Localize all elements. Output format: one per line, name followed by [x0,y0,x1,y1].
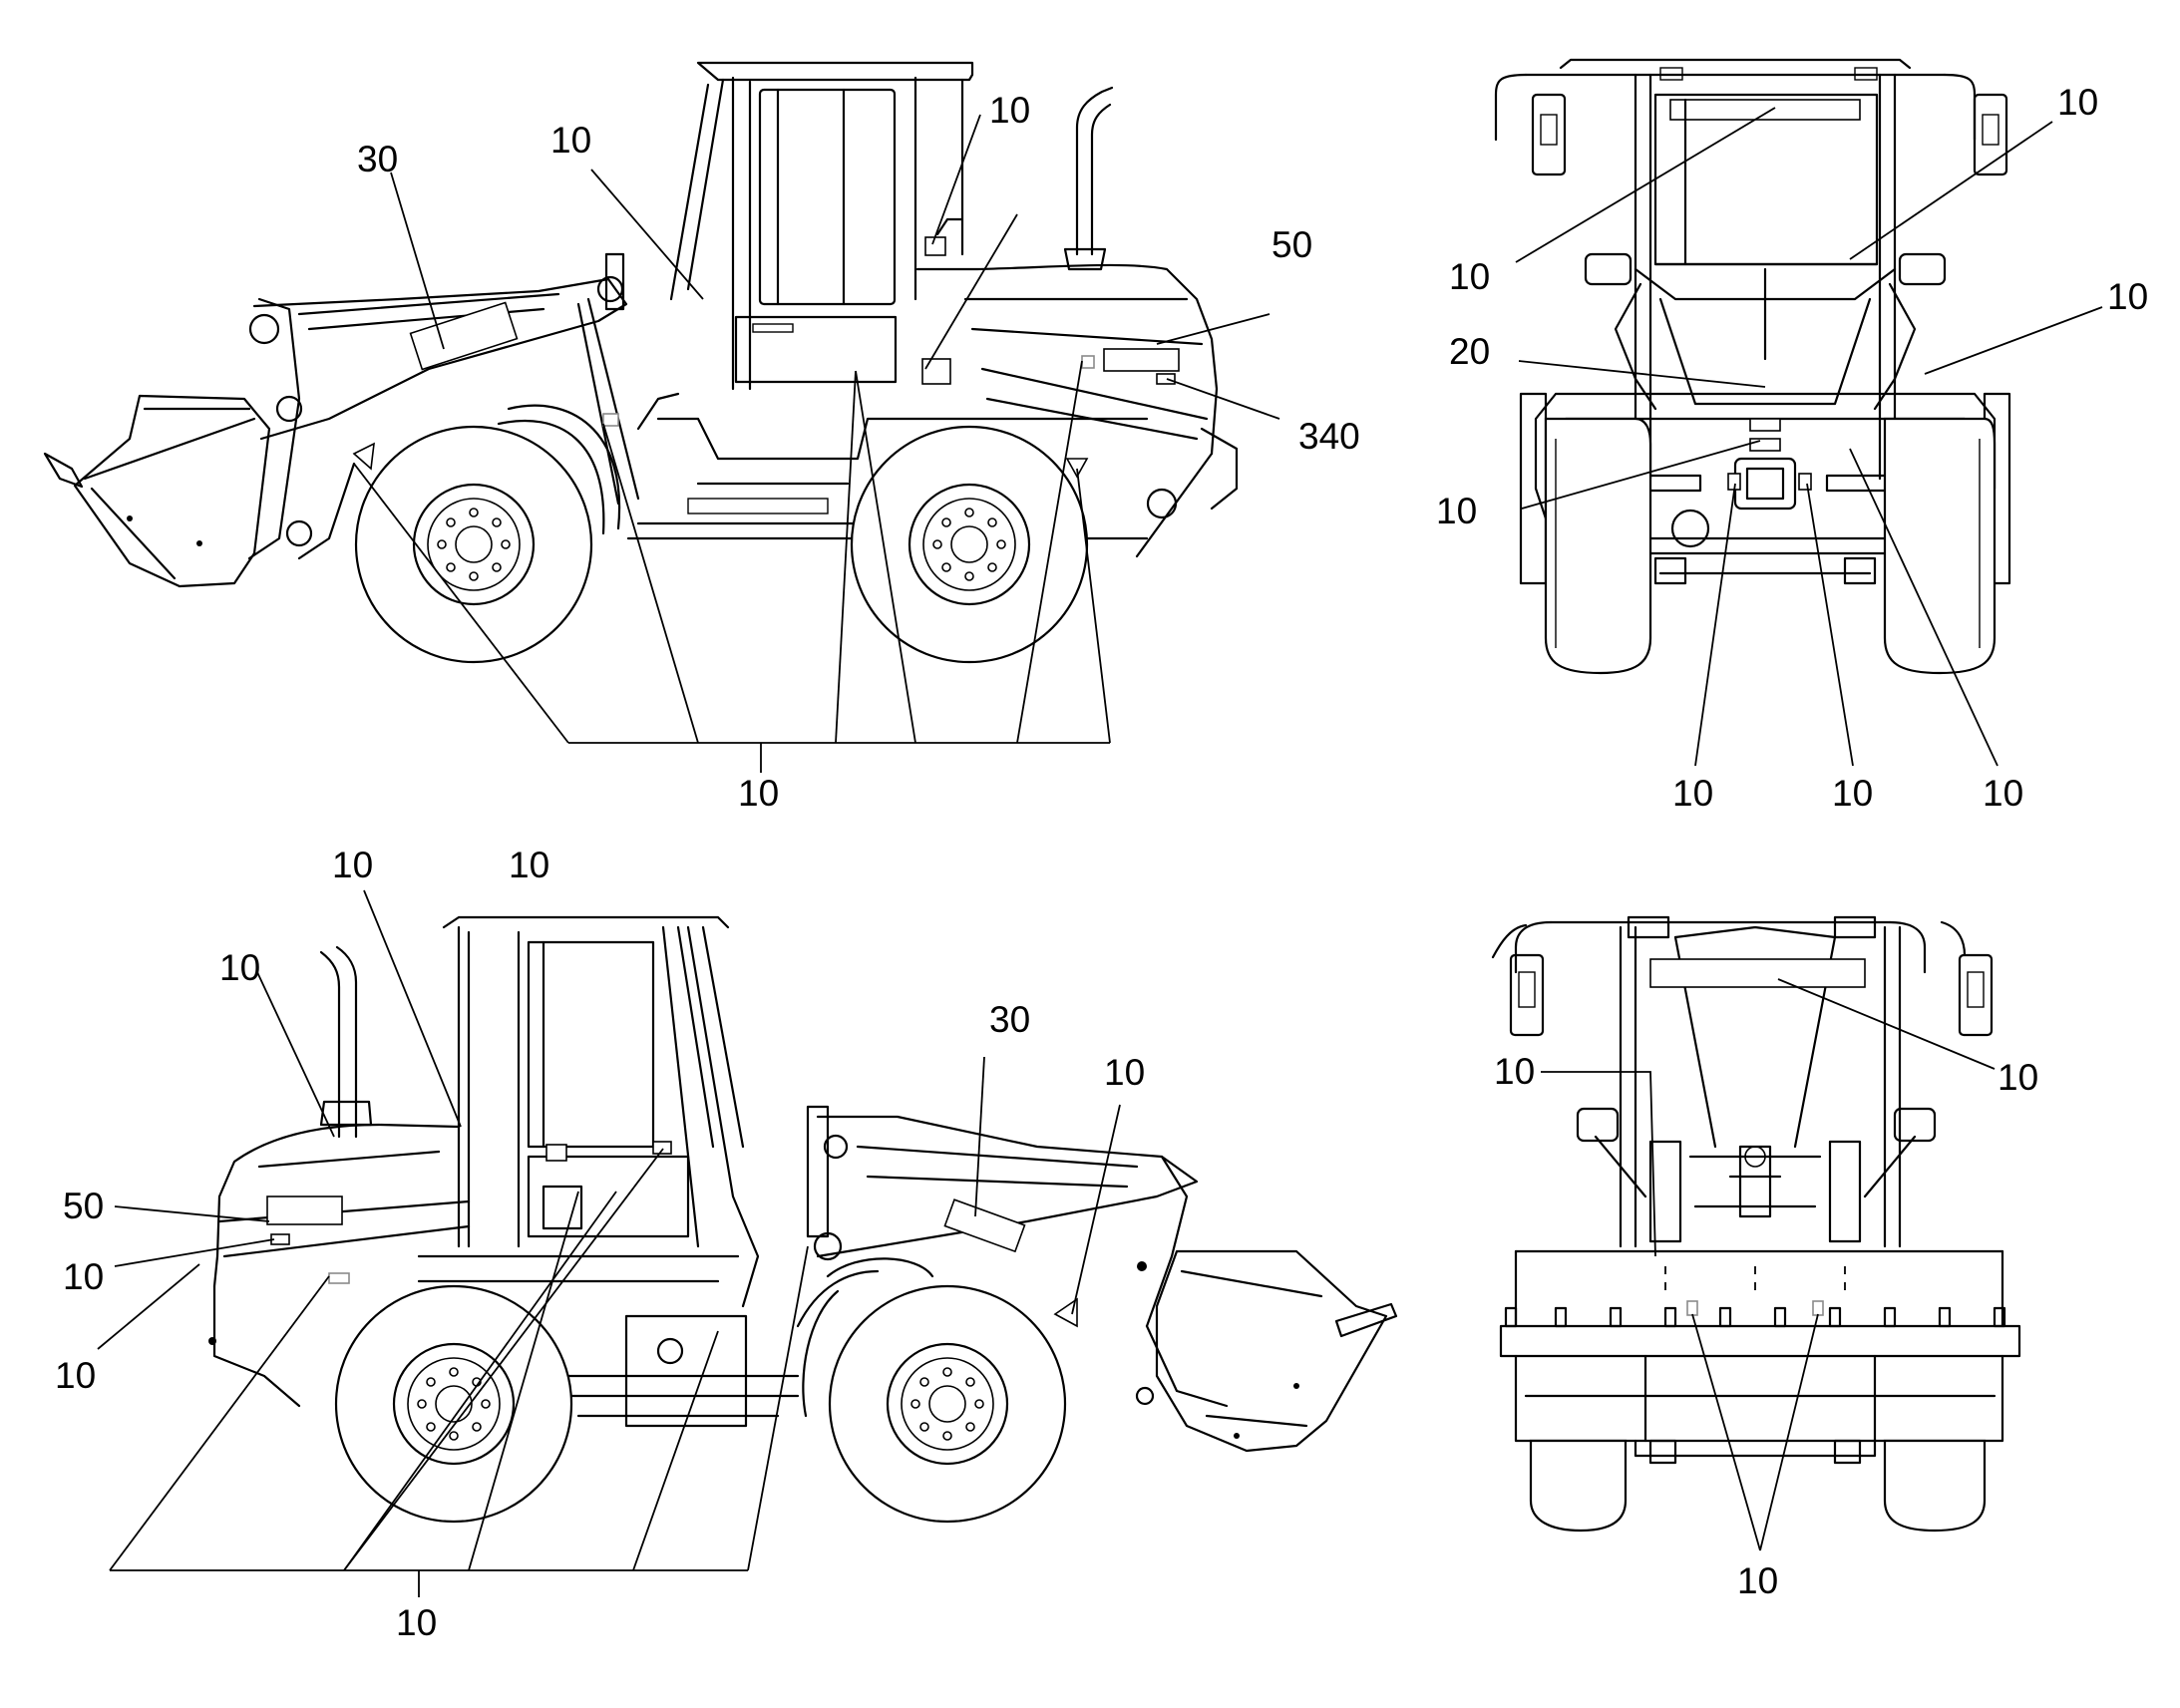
callout-label: 10 [1449,256,1490,297]
callout-label: 10 [1436,491,1477,531]
loader-arm [247,252,640,560]
callout-label: 10 [219,947,260,988]
callout-label: 10 [1983,773,2023,814]
callout-label: 10 [738,773,779,814]
rear-wheel [850,425,1089,664]
chassis [417,1254,800,1428]
callout-label: 20 [1449,331,1490,372]
exhaust-stack [319,945,373,1139]
callout-labels: 10 10 10 20 10 10 10 10 [1436,82,2148,814]
callout-label: 10 [1104,1052,1145,1093]
rear-wheel [334,1284,573,1524]
front-fender [796,1257,934,1418]
front-tires [1529,1439,1987,1533]
cab-front [1491,915,1994,1248]
cab [669,61,974,391]
callout-label: 10 [396,1602,437,1643]
callout-label: 340 [1298,416,1360,457]
callout-label: 10 [1494,1051,1535,1092]
callout-label: 10 [509,845,549,885]
front-wheel [828,1284,1067,1524]
cab-rear [1494,58,2008,481]
callout-label: 50 [63,1186,104,1226]
callout-label: 10 [989,90,1030,131]
callout-label: 10 [1672,773,1713,814]
decals [352,236,1089,479]
bucket [1155,1249,1398,1453]
left-side-view: 30 10 10 50 340 10 [43,61,1360,814]
callout-label: 10 [55,1355,96,1396]
callout-label: 10 [332,845,373,885]
callout-label: 10 [550,120,591,161]
callout-label: 30 [989,999,1030,1040]
cab [442,915,760,1308]
leader-lines [97,889,1121,1597]
callout-labels: 10 10 10 [1494,1051,2038,1601]
front-fender [497,404,621,535]
exhaust-stack [1063,86,1114,271]
leader-lines [353,114,1280,773]
callout-label: 10 [1998,1057,2038,1098]
bucket-front [1499,1249,2021,1443]
callout-label: 10 [63,1256,104,1297]
rear-view: 10 10 10 20 10 10 10 10 [1436,58,2148,814]
rear-tires [1544,417,1997,675]
callout-label: 10 [1737,1560,1778,1601]
front-view: 10 10 10 [1491,915,2038,1601]
callout-label: 30 [357,139,398,179]
callout-label: 10 [2057,82,2098,123]
callout-labels: 10 10 10 30 10 50 10 10 10 [55,845,1145,1643]
bucket-teeth [1504,1306,2006,1328]
callout-label: 50 [1272,224,1312,265]
callout-labels: 30 10 10 50 340 10 [357,90,1360,814]
callout-label: 10 [1832,773,1873,814]
bucket [43,394,271,588]
leader-lines [1515,107,2103,767]
leader-lines [1541,978,1996,1551]
callout-label: 10 [2107,276,2148,317]
right-side-view: 10 10 10 30 10 50 10 10 10 [55,845,1398,1643]
loader-linkage [1648,1140,1862,1296]
front-wheel [354,425,593,664]
loader-arm [806,1105,1229,1408]
